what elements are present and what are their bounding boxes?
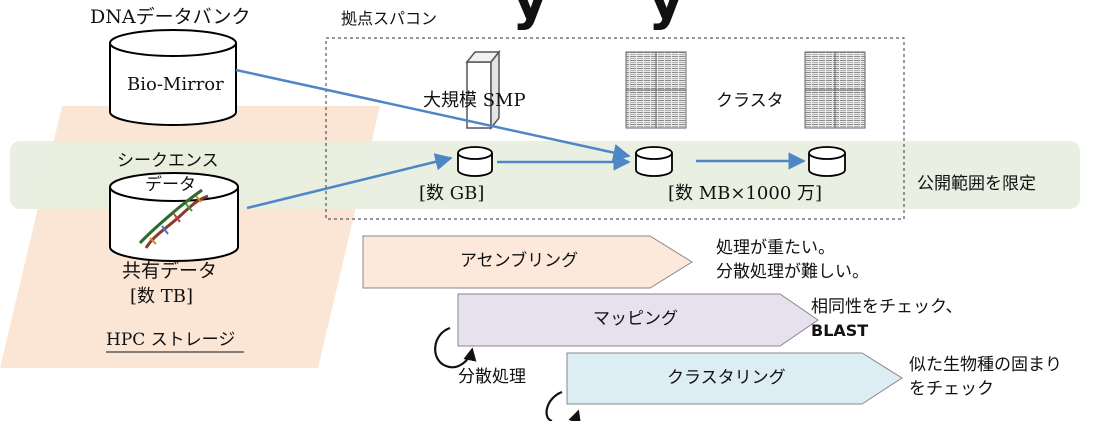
cluster-rack-icon: [804, 51, 866, 129]
dna-bank-title: DNAデータバンク: [90, 6, 251, 28]
bio-mirror-label: Bio-Mirror: [127, 74, 224, 95]
smp-label: 大規模 SMP: [423, 90, 526, 111]
process-mapping: [457, 293, 819, 347]
cut-heading-glyphs: y y: [512, 0, 725, 28]
loop-arrow-icon: [434, 326, 477, 369]
loop-arrow-icon: [545, 390, 563, 421]
shared-data-size: [数 TB]: [130, 286, 193, 307]
smp-server-icon: [465, 49, 501, 131]
process-note-mapping: 相同性をチェック、: [811, 297, 963, 317]
small-database-1: [457, 146, 493, 177]
supercomputer-box: [325, 37, 905, 220]
process-note-assembling: 処理が重たい。: [716, 238, 835, 258]
process-note-mapping: BLAST: [811, 321, 869, 340]
loop-arrow-icon: [568, 409, 581, 421]
process-label-mapping: マッピング: [593, 309, 678, 329]
small-db2-label: [数 MB×1000 万]: [668, 183, 823, 204]
small-database-3: [808, 146, 846, 177]
shared-data-label: 共有データ: [122, 260, 218, 282]
small-db1-label: [数 GB]: [419, 183, 485, 204]
dna-helix-icon: [138, 188, 209, 249]
flow-arrow: [235, 68, 631, 162]
supercomputer-title: 拠点スパコン: [341, 9, 438, 28]
small-database-2: [635, 146, 673, 177]
cluster-label: クラスタ: [716, 91, 784, 111]
distributed-processing-label: 分散処理: [458, 367, 526, 387]
process-note-clustering: をチェック: [909, 379, 994, 399]
sequence-label-line1: シークエンス: [117, 151, 219, 171]
flow-arrow: [246, 153, 453, 210]
process-note-assembling: 分散処理が難しい。: [716, 262, 869, 282]
public-scope-label: 公開範囲を限定: [917, 174, 1036, 194]
process-note-clustering: 似た生物種の固まり: [909, 355, 1062, 375]
bio-mirror-database: [109, 29, 237, 126]
cluster-rack-icon: [625, 51, 687, 129]
process-assembling: [362, 235, 693, 289]
hpc-storage-label: HPC ストレージ: [106, 330, 236, 350]
sequence-label-line2: データ: [145, 175, 196, 195]
process-label-clustering: クラスタリング: [667, 368, 786, 388]
process-label-assembling: アセンブリング: [460, 251, 579, 271]
process-clustering: [566, 352, 903, 405]
